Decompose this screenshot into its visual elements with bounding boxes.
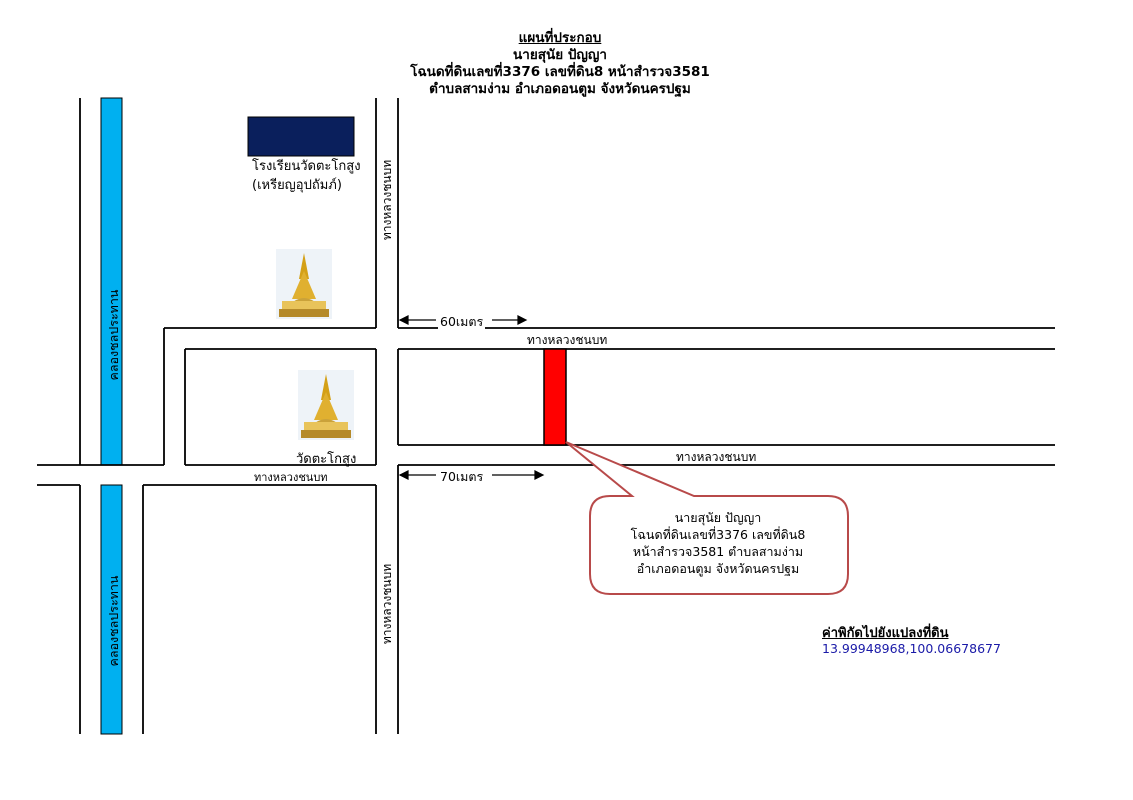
golden-pagoda-icon — [298, 370, 354, 440]
distance-arrow-70 — [398, 470, 545, 480]
distance-label-70: 70เมตร — [438, 467, 486, 487]
land-plot[interactable] — [543, 348, 567, 446]
owner-name: นายสุนัย ปัญญา — [513, 47, 607, 63]
golden-pagoda-icon — [276, 249, 332, 319]
coordinates-title: ค่าพิกัดไปยังแปลงที่ดิน — [822, 626, 949, 641]
canal-lower — [100, 484, 123, 735]
callout-line2: โฉนดที่ดินเลขที่3376 เลขที่ดิน8 — [630, 527, 806, 542]
canal-upper — [100, 97, 123, 466]
road-label-vertical-lower: ทางหลวงชนบท — [380, 563, 394, 645]
callout-line4: อำเภอดอนตูม จังหวัดนครปฐม — [636, 561, 800, 576]
school-label-line2: (เหรียญอุปถัมภ์) — [252, 178, 342, 193]
coordinates-value[interactable]: 13.99948968,100.06678677 — [822, 641, 1001, 656]
callout-line1: นายสุนัย ปัญญา — [674, 510, 762, 525]
distance-arrow-60 — [398, 315, 528, 325]
callout-text: นายสุนัย ปัญญา โฉนดที่ดินเลขที่3376 เลขท… — [596, 509, 840, 577]
map-heading: แผนที่ประกอบ — [518, 30, 602, 46]
road-network — [37, 98, 1055, 734]
road-label-top: ทางหลวงชนบท — [527, 333, 608, 347]
school-building-icon — [247, 116, 355, 157]
canal-label-lower: คลองชลประทาน — [106, 575, 121, 667]
plot-callout — [565, 441, 849, 595]
road-label-right: ทางหลวงชนบท — [676, 450, 757, 464]
canal-label-upper: คลองชลประทาน — [106, 289, 121, 381]
map-title-block: แผนที่ประกอบ นายสุนัย ปัญญา โฉนดที่ดินเล… — [300, 30, 820, 98]
road-label-vertical-upper: ทางหลวงชนบท — [380, 159, 394, 241]
temple-label: วัดตะโกสูง — [296, 452, 357, 467]
distance-label-60: 60เมตร — [438, 312, 486, 332]
road-label-left-bottom: ทางหลวงชนบท — [254, 471, 328, 484]
school-label-line1: โรงเรียนวัดตะโกสูง — [252, 159, 361, 174]
deed-info: โฉนดที่ดินเลขที่3376 เลขที่ดิน8 หน้าสำรว… — [410, 64, 710, 80]
callout-line3: หน้าสำรวจ3581 ตำบลสามง่าม — [632, 544, 804, 559]
school-label: โรงเรียนวัดตะโกสูง (เหรียญอุปถัมภ์) — [252, 157, 361, 195]
location-info: ตำบลสามง่าม อำเภอดอนตูม จังหวัดนครปฐม — [429, 81, 691, 97]
